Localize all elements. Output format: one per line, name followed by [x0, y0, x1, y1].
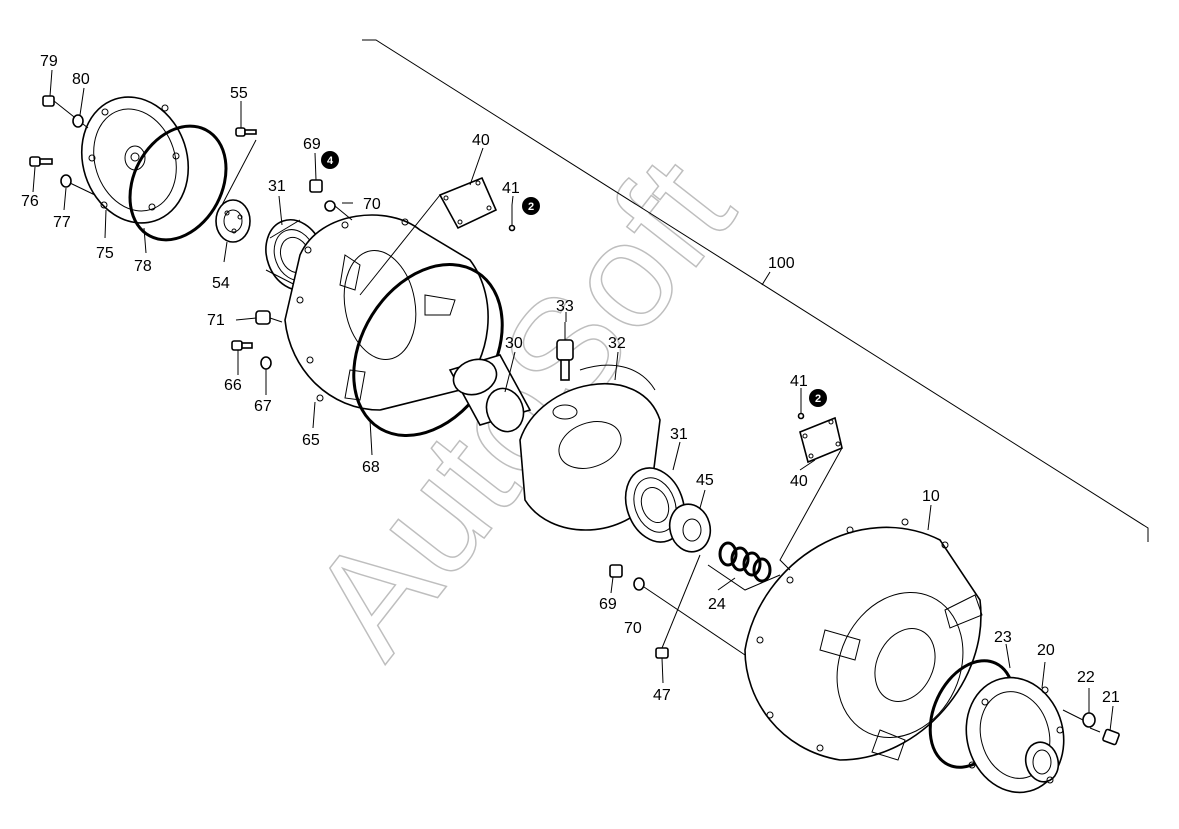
callout-33: 33	[556, 298, 574, 315]
callout-79: 79	[40, 53, 58, 70]
housing-65	[284, 214, 489, 411]
washer-22	[1062, 709, 1096, 728]
callout-80: 80	[72, 71, 90, 88]
rivet-41-bottom	[797, 412, 805, 420]
housing-10	[744, 518, 983, 761]
callout-77: 77	[53, 214, 71, 231]
screw-33	[556, 322, 574, 381]
callout-55: 55	[230, 85, 248, 102]
badge-4: 4	[321, 151, 339, 169]
callout-69-top: 69	[303, 136, 321, 153]
callout-30: 30	[505, 335, 523, 352]
callout-76: 76	[21, 193, 39, 210]
crank-32	[519, 364, 661, 531]
end-cover-20	[965, 676, 1065, 794]
screw-47	[655, 554, 701, 659]
callout-70-bottom: 70	[624, 620, 642, 637]
callout-65: 65	[302, 432, 320, 449]
callout-45: 45	[696, 472, 714, 489]
callout-32: 32	[608, 335, 626, 352]
callout-leaders	[32, 69, 1114, 732]
washer-67	[260, 356, 272, 370]
screw-55	[221, 127, 257, 206]
callout-70-top: 70	[363, 196, 381, 213]
callout-24: 24	[708, 596, 726, 613]
callout-21: 21	[1102, 689, 1120, 706]
badge-2-top: 2	[522, 197, 540, 215]
callout-47: 47	[653, 687, 671, 704]
badge-2-bottom: 2	[809, 389, 827, 407]
callout-labels: 79 80 76 77 75 78 54 55 31 69 70 40 41 1…	[21, 53, 1120, 706]
shaft-30	[448, 354, 532, 433]
callout-41-bottom: 41	[790, 373, 808, 390]
callout-68: 68	[362, 459, 380, 476]
callout-31-left: 31	[268, 178, 286, 195]
callout-22: 22	[1077, 669, 1095, 686]
callout-40-bottom: 40	[790, 473, 808, 490]
callout-66: 66	[224, 377, 242, 394]
callout-10: 10	[922, 488, 940, 505]
callout-31-right: 31	[670, 426, 688, 443]
callout-54: 54	[212, 275, 230, 292]
svg-text:2: 2	[528, 201, 534, 213]
washer-77	[60, 174, 96, 196]
callout-78: 78	[134, 258, 152, 275]
callout-40-top: 40	[472, 132, 490, 149]
plug-71	[255, 310, 283, 325]
screw-66	[231, 340, 253, 351]
seal-70-bottom	[633, 577, 746, 656]
seal-70-top	[324, 200, 353, 221]
plug-69-bottom	[609, 564, 623, 578]
plug-69-top	[309, 179, 323, 193]
o-ring-78	[128, 124, 228, 242]
nameplate-40-bottom	[779, 416, 843, 571]
bolt-21	[1089, 727, 1120, 746]
callout-41-top: 41	[502, 180, 520, 197]
nameplate-40-top	[359, 176, 498, 296]
spring-set-24	[707, 541, 781, 591]
rivet-41-top	[508, 205, 516, 232]
callout-69-bottom: 69	[599, 596, 617, 613]
bolt-79	[42, 95, 89, 129]
callout-100: 100	[768, 255, 795, 272]
callout-71: 71	[207, 312, 225, 329]
svg-text:2: 2	[815, 393, 821, 405]
callout-23: 23	[994, 629, 1012, 646]
callout-67: 67	[254, 398, 272, 415]
washer-80	[72, 114, 84, 128]
svg-text:4: 4	[327, 155, 334, 167]
bolt-76	[29, 156, 53, 167]
callout-75: 75	[96, 245, 114, 262]
end-cover-75	[80, 96, 190, 224]
assembly-boundary-line	[362, 39, 1149, 542]
plate-54	[215, 199, 251, 243]
callout-20: 20	[1037, 642, 1055, 659]
part-45	[668, 489, 712, 553]
